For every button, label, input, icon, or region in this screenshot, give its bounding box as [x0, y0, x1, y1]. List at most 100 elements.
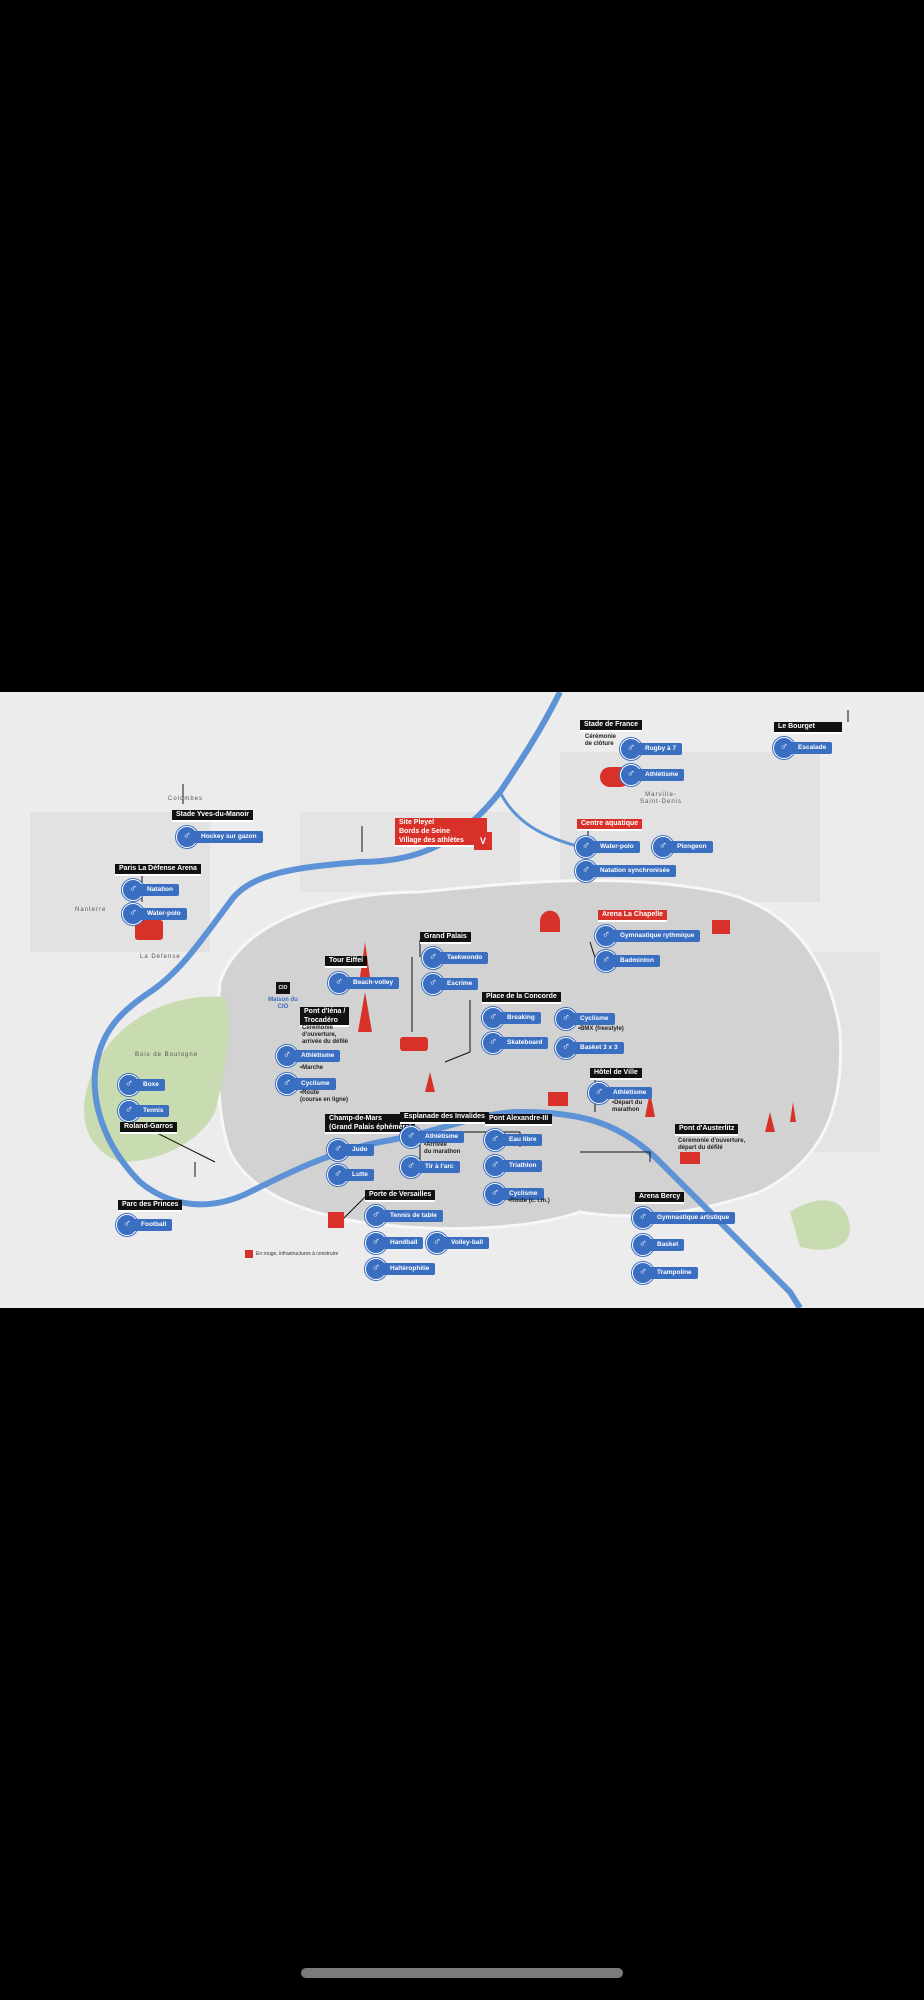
label-defense-arena: Paris La Défense Arena — [115, 864, 201, 876]
label-hotel-de-ville: Hôtel de Ville — [590, 1068, 642, 1080]
activity-label: Taekwondo — [440, 952, 489, 964]
activity-label: Lutte — [345, 1169, 374, 1181]
label-stade-de-france: Stade de France — [580, 720, 643, 732]
activity-label: Cyclisme — [502, 1188, 544, 1200]
label-champ-de-mars: Champ-de-Mars (Grand Palais éphémère) — [325, 1114, 416, 1134]
activity-label: Water-polo — [140, 908, 187, 920]
activity-badminton: ♂Badminton — [595, 950, 660, 972]
label-line: Bords de Seine — [399, 828, 450, 835]
activity-label: Trampoline — [650, 1267, 698, 1279]
archery-icon: ♂ — [400, 1156, 422, 1178]
town-colombes: Colombes — [168, 796, 204, 802]
activity-label: Haltérophilie — [383, 1263, 436, 1275]
activity-label: Athlétisme — [638, 769, 685, 781]
activity-judo: ♂Judo — [327, 1139, 374, 1161]
activity-beach-volley: ♂Beach-volley — [328, 972, 400, 994]
activity-label: Athlétisme — [606, 1087, 653, 1099]
note-ceremonie-ouverture: Cérémonie d'ouverture, arrivée du défilé — [302, 1025, 349, 1045]
note-arrivee-marathon: •Arrivée du marathon — [424, 1142, 461, 1155]
activity-label: Escrime — [440, 978, 479, 990]
bois-de-vincennes — [790, 1200, 850, 1250]
label-esplanade-des-invalides: Esplanade des Invalides — [400, 1112, 489, 1124]
activity-breaking: ♂Breaking — [482, 1007, 541, 1029]
activity-label: Escalade — [791, 742, 833, 754]
note-route-lm: •Route (c. l.m.) — [508, 1198, 550, 1204]
town-bois-de-boulogne: Bois de Boulogne — [135, 1052, 199, 1058]
activity-label: Beach-volley — [346, 977, 400, 989]
activity-label: Basket 3 x 3 — [573, 1042, 624, 1054]
activity-hockey: ♂Hockey sur gazon — [176, 826, 263, 848]
label-line: Village des athlètes — [399, 837, 464, 844]
water-polo-icon: ♂ — [122, 903, 144, 925]
activity-label: Boxe — [136, 1079, 165, 1091]
note-depart-marathon: •Départ du marathon — [612, 1100, 643, 1113]
activity-basket-3x3: ♂Basket 3 x 3 — [555, 1037, 624, 1059]
activity-tir-a-l-arc: ♂Tir à l'arc — [400, 1156, 460, 1178]
label-line: (Grand Palais éphémère) — [329, 1124, 412, 1131]
activity-waterpolo-aquatique: ♂Water-polo — [575, 836, 640, 858]
cycling-icon: ♂ — [555, 1008, 577, 1030]
activity-label: Breaking — [500, 1012, 541, 1024]
activity-athletisme-hotel-de-ville: ♂Athlétisme — [588, 1082, 653, 1104]
town-la-defense: La Défense — [140, 954, 181, 960]
activity-label: Athlétisme — [418, 1131, 465, 1143]
activity-skateboard: ♂Skateboard — [482, 1032, 549, 1054]
activity-taekwondo: ♂Taekwondo — [422, 947, 489, 969]
home-indicator[interactable] — [301, 1968, 623, 1978]
volleyball-icon: ♂ — [328, 972, 350, 994]
label-line: Champ-de-Mars — [329, 1115, 382, 1122]
village-marker: V — [474, 832, 492, 850]
label-pont-d-austerlitz: Pont d'Austerlitz — [675, 1124, 739, 1136]
activity-label: Gymnastique rythmique — [613, 930, 701, 942]
label-line: Trocadéro — [304, 1017, 338, 1024]
note-route-course-en-ligne: •Route (course en ligne) — [300, 1090, 349, 1103]
activity-label: Volley-ball — [444, 1237, 490, 1249]
label-place-de-la-concorde: Place de la Concorde — [482, 992, 561, 1004]
cycling-icon: ♂ — [276, 1073, 298, 1095]
activity-athletisme-sdf: ♂Athlétisme — [620, 764, 685, 786]
hockey-icon: ♂ — [176, 826, 198, 848]
legend-text: En rouge, infrastructures à construire — [256, 1251, 339, 1257]
activity-cyclisme-trocadero: ♂Cyclisme — [276, 1073, 336, 1095]
activity-cyclisme-bmx: ♂Cyclisme — [555, 1008, 615, 1030]
activity-label: Eau libre — [502, 1134, 543, 1146]
activity-eau-libre: ♂Eau libre — [484, 1129, 543, 1151]
activity-escrime: ♂Escrime — [422, 973, 479, 995]
label-roland-garros: Roland-Garros — [120, 1122, 178, 1134]
activity-waterpolo-defense: ♂Water-polo — [122, 903, 187, 925]
activity-athletisme-trocadero: ♂Athlétisme — [276, 1045, 341, 1067]
activity-triathlon: ♂Triathlon — [484, 1155, 543, 1177]
activity-rugby: ♂Rugby à 7 — [620, 738, 683, 760]
activity-label: Gymnastique artistique — [650, 1212, 736, 1224]
activity-label: Plongeon — [670, 841, 713, 853]
activity-label: Water-polo — [593, 841, 640, 853]
activity-label: Judo — [345, 1144, 374, 1156]
label-parc-des-princes: Parc des Princes — [118, 1200, 183, 1212]
activity-tennis-de-table: ♂Tennis de table — [365, 1205, 443, 1227]
activity-lutte: ♂Lutte — [327, 1164, 374, 1186]
activity-basket-bercy: ♂Basket — [632, 1234, 685, 1256]
legend-red-swatch — [245, 1250, 253, 1258]
town-marville: Marville- Saint-Denis — [640, 792, 683, 805]
note-austerlitz: Cérémonie d'ouverture, départ du défilé — [678, 1138, 746, 1151]
activity-boxe: ♂Boxe — [118, 1074, 165, 1096]
activity-gymnastique-artistique: ♂Gymnastique artistique — [632, 1207, 736, 1229]
label-stade-yves-du-manoir: Stade Yves-du-Manoir — [172, 810, 254, 822]
legend: En rouge, infrastructures à construire — [245, 1250, 338, 1258]
activity-escalade: ♂Escalade — [773, 737, 833, 759]
activity-label: Tennis de table — [383, 1210, 443, 1222]
activity-label: Handball — [383, 1237, 424, 1249]
note-bmx: •BMX (freestyle) — [578, 1026, 624, 1032]
note-ceremonie-cloture: Cérémonie de clôture — [585, 734, 617, 747]
note-marche: •Marche — [300, 1065, 324, 1071]
activity-natation-defense: ♂Natation — [122, 879, 179, 901]
activity-label: Tennis — [136, 1105, 170, 1117]
activity-label: Triathlon — [502, 1160, 543, 1172]
label-porte-de-versailles: Porte de Versailles — [365, 1190, 436, 1202]
label-arena-la-chapelle: Arena La Chapelle — [598, 910, 668, 922]
label-pont-alexandre-iii: Pont Alexandre-III — [485, 1114, 553, 1126]
breakdance-icon: ♂ — [482, 1007, 504, 1029]
activity-tennis: ♂Tennis — [118, 1100, 170, 1122]
paris-olympics-venue-map: Site Pleyel Bords de Seine Village des a… — [0, 692, 924, 1308]
label-site-pleyel: Site Pleyel Bords de Seine Village des a… — [395, 818, 487, 847]
